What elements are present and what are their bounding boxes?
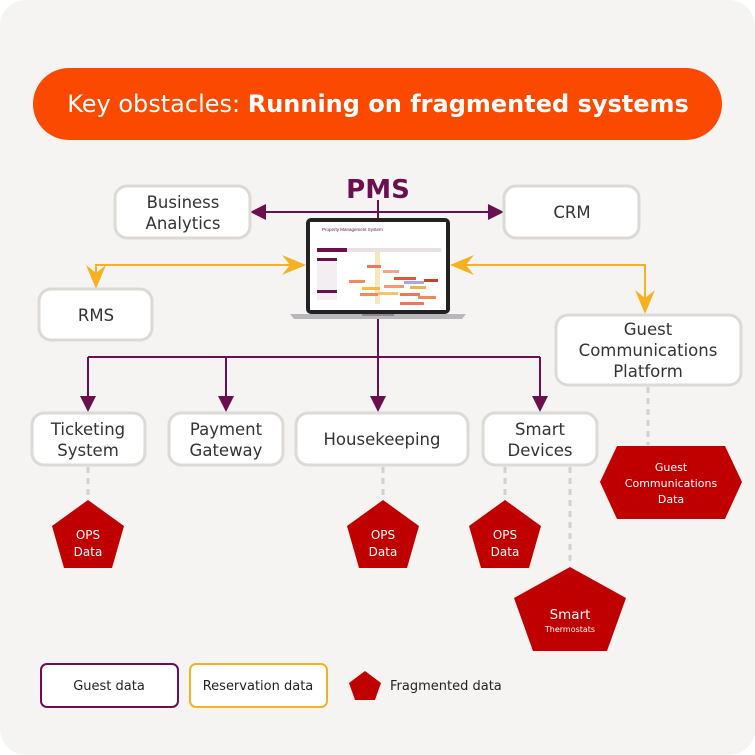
svg-text:Smart: Smart [515, 420, 565, 439]
svg-text:Smart: Smart [550, 607, 591, 623]
svg-text:Business: Business [147, 193, 220, 212]
guest-communications-data-fragment: Guest Communications Data [600, 446, 742, 519]
title-prefix: Key obstacles: [67, 90, 248, 118]
svg-text:Guest: Guest [655, 461, 688, 474]
svg-text:Fragmented data: Fragmented data [390, 679, 502, 694]
svg-text:Key obstacles: Running on frag: Key obstacles: Running on fragmented sys… [67, 90, 689, 118]
title-banner: Key obstacles: Running on fragmented sys… [33, 68, 722, 140]
reservation-data-connectors [86, 255, 655, 314]
smart-thermostats-fragment: Smart Thermostats [514, 567, 626, 651]
rms-node: RMS [37, 287, 154, 342]
laptop-screen-title: Property Management System [322, 227, 383, 232]
pentagon-icon [349, 671, 381, 700]
svg-text:CRM: CRM [553, 203, 590, 222]
svg-text:Housekeeping: Housekeeping [324, 430, 441, 449]
svg-text:Reservation data: Reservation data [203, 679, 314, 694]
pms-label: PMS [346, 175, 410, 205]
svg-text:Data: Data [369, 545, 398, 559]
payment-gateway-node: Payment Gateway [167, 411, 285, 467]
crm-node: CRM [502, 184, 641, 240]
svg-text:Guest data: Guest data [73, 679, 145, 694]
title-bold: Running on fragmented systems [248, 90, 689, 118]
svg-text:System: System [57, 441, 119, 460]
svg-text:Ticketing: Ticketing [50, 420, 125, 439]
svg-text:Data: Data [658, 493, 684, 506]
ops-data-fragment-housekeeping: OPS Data [347, 500, 419, 568]
legend-fragmented-data: Fragmented data [349, 671, 502, 700]
fragment-links [86, 387, 650, 565]
svg-text:RMS: RMS [78, 306, 114, 325]
ticketing-system-node: Ticketing System [30, 411, 147, 467]
business-analytics-node: Business Analytics [113, 184, 252, 240]
guest-communications-platform-node: Guest Communications Platform [554, 313, 743, 387]
svg-text:Data: Data [491, 545, 520, 559]
svg-text:Communications: Communications [625, 477, 718, 490]
svg-text:Communications: Communications [579, 341, 718, 360]
svg-text:OPS: OPS [493, 528, 517, 542]
svg-text:Payment: Payment [190, 420, 263, 439]
legend-guest-data: Guest data [40, 663, 179, 708]
smart-devices-node: Smart Devices [481, 411, 599, 467]
svg-text:Analytics: Analytics [146, 214, 221, 233]
ops-data-fragment-ticketing: OPS Data [52, 500, 124, 568]
housekeeping-node: Housekeeping [294, 411, 470, 467]
svg-text:Thermostats: Thermostats [544, 625, 595, 634]
svg-text:Devices: Devices [507, 441, 572, 460]
svg-text:Gateway: Gateway [190, 441, 263, 460]
guest-data-connectors [80, 200, 548, 412]
svg-text:Guest: Guest [624, 320, 673, 339]
ops-data-fragment-smart-devices: OPS Data [469, 500, 541, 568]
svg-text:Data: Data [74, 545, 103, 559]
svg-text:OPS: OPS [371, 528, 395, 542]
pms-laptop-image: Property Management System [290, 218, 466, 319]
legend-reservation-data: Reservation data [189, 663, 328, 708]
legend: Guest data Reservation data Fragmented d… [40, 663, 502, 708]
svg-text:Platform: Platform [613, 362, 683, 381]
svg-text:OPS: OPS [76, 528, 100, 542]
